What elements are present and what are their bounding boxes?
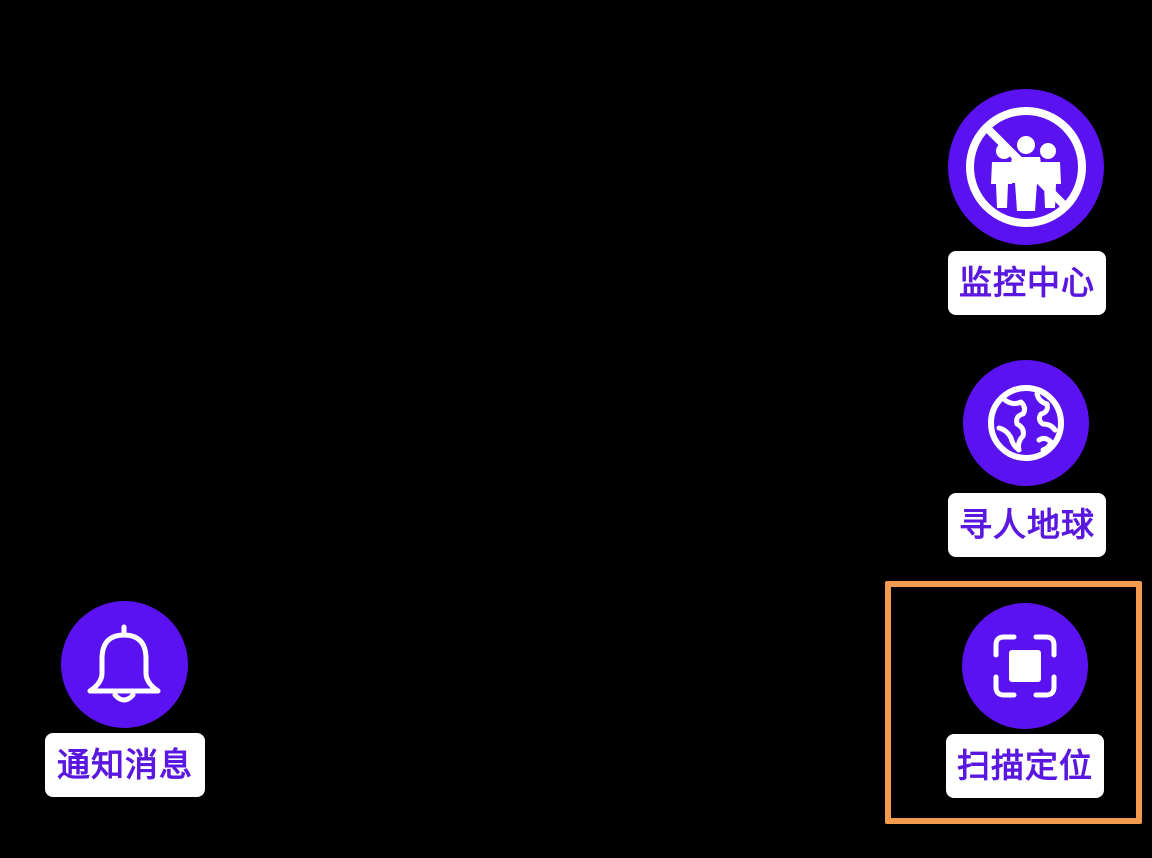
monitor-center-button[interactable] xyxy=(948,89,1104,245)
scan-locate-button[interactable] xyxy=(962,603,1088,729)
scan-locate-label[interactable]: 扫描定位 xyxy=(946,734,1104,798)
bell-icon xyxy=(87,624,161,703)
scan-icon xyxy=(993,634,1057,698)
selection-highlight xyxy=(885,581,1142,824)
find-people-globe-label[interactable]: 寻人地球 xyxy=(948,493,1106,557)
globe-icon xyxy=(988,385,1064,461)
notifications-button[interactable] xyxy=(61,601,188,728)
find-people-globe-button[interactable] xyxy=(963,360,1089,486)
notifications-label[interactable]: 通知消息 xyxy=(45,733,205,797)
team-no-entry-icon xyxy=(966,107,1086,227)
monitor-center-label[interactable]: 监控中心 xyxy=(948,251,1106,315)
